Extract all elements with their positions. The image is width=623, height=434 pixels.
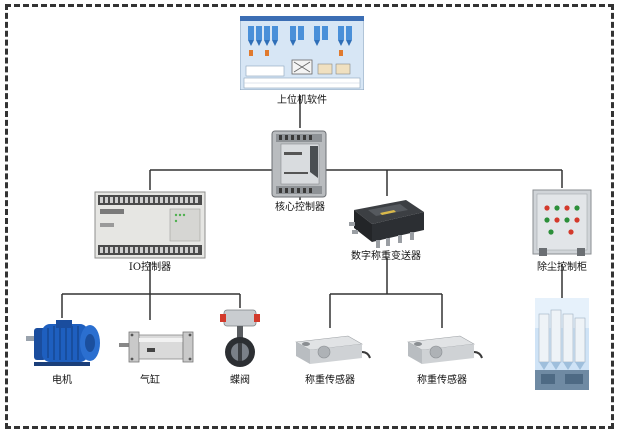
software-label: 上位机软件 [277,95,327,106]
cylinder-label: 气缸 [140,375,160,386]
load-cell-1-icon [292,328,372,370]
butterfly-valve-label: 蝶阀 [230,375,250,386]
diagram-frame [5,4,614,429]
silo-plant-image [535,298,589,390]
software-screen-icon [239,15,365,91]
cylinder-icon [117,324,197,370]
io-controller-icon [94,191,206,259]
motor-icon [24,318,104,368]
dust-cabinet-label: 除尘控制柜 [537,262,587,273]
io-controller-label: IO控制器 [128,262,172,273]
core-controller-label: 核心控制器 [275,202,325,213]
butterfly-valve-icon [218,308,262,370]
load-cell-2-label: 称重传感器 [417,375,467,386]
load-cell-1-label: 称重传感器 [305,375,355,386]
motor-label: 电机 [52,375,72,386]
load-cell-2-icon [404,328,484,370]
dust-cabinet-icon [531,188,593,258]
weighing-transmitter-icon [348,196,428,250]
weighing-transmitter-label: 数字称重变送器 [351,251,421,262]
core-controller-icon [270,128,328,200]
